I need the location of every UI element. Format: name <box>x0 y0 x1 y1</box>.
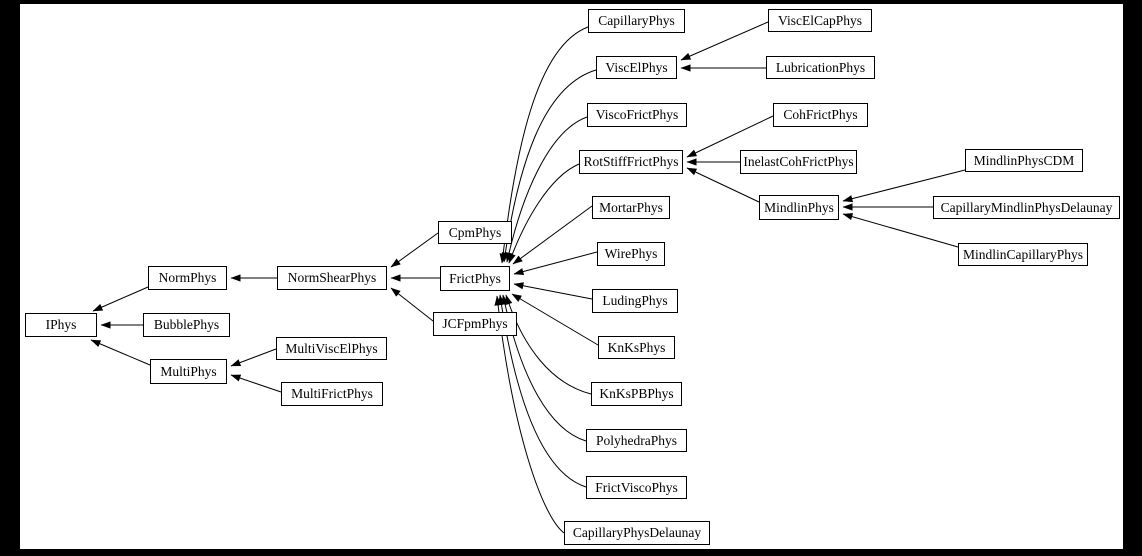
node-label: MindlinCapillaryPhys <box>962 246 1083 262</box>
node-label: WirePhys <box>604 246 658 261</box>
node-label: ViscoFrictPhys <box>595 107 679 122</box>
node-label: MindlinPhys <box>764 199 834 215</box>
node-MortarPhys[interactable]: MortarPhys <box>592 196 670 219</box>
node-label: MultiFrictPhys <box>291 386 373 401</box>
node-label: PolyhedraPhys <box>596 432 677 448</box>
node-label: MindlinPhysCDM <box>973 152 1075 168</box>
node-label: KnKsPBPhys <box>599 386 674 401</box>
node-label: JCFpmPhys <box>442 316 508 331</box>
node-label: LudingPhys <box>602 293 668 308</box>
node-MindlinPhys[interactable]: MindlinPhys <box>759 195 839 220</box>
node-label: ViscElPhys <box>605 59 668 75</box>
node-PolyhedraPhys[interactable]: PolyhedraPhys <box>586 429 687 452</box>
node-label: RotStiffFrictPhys <box>583 154 679 169</box>
node-label: IPhys <box>45 317 77 332</box>
node-CapillaryPhysDelaunay[interactable]: CapillaryPhysDelaunay <box>564 521 710 545</box>
node-NormPhys[interactable]: NormPhys <box>148 266 227 290</box>
node-MindlinCapillaryPhys[interactable]: MindlinCapillaryPhys <box>958 243 1088 266</box>
node-label: BubblePhys <box>153 317 220 332</box>
node-RotStiffFrictPhys[interactable]: RotStiffFrictPhys <box>579 150 683 174</box>
node-ViscoFrictPhys[interactable]: ViscoFrictPhys <box>587 103 687 127</box>
node-label: InelastCohFrictPhys <box>743 154 854 169</box>
node-label: LubricationPhys <box>775 59 866 75</box>
node-label: CapillaryPhys <box>598 13 675 28</box>
node-LubricationPhys[interactable]: LubricationPhys <box>766 56 875 79</box>
node-KnKsPBPhys[interactable]: KnKsPBPhys <box>591 382 682 406</box>
node-KnKsPhys[interactable]: KnKsPhys <box>598 336 675 359</box>
node-IPhys[interactable]: IPhys <box>25 313 97 337</box>
node-label: KnKsPhys <box>607 339 666 355</box>
node-label: NormPhys <box>158 270 217 285</box>
node-FrictViscoPhys[interactable]: FrictViscoPhys <box>586 476 687 499</box>
node-CapillaryMindlinPhysDelaunay[interactable]: CapillaryMindlinPhysDelaunay <box>933 196 1120 219</box>
node-label: MultiPhys <box>160 363 217 379</box>
node-MindlinPhysCDM[interactable]: MindlinPhysCDM <box>965 149 1083 172</box>
node-CapillaryPhys[interactable]: CapillaryPhys <box>588 9 685 33</box>
node-MultiPhys[interactable]: MultiPhys <box>150 359 227 384</box>
node-label: ViscElCapPhys <box>778 12 862 28</box>
node-label: CohFrictPhys <box>783 107 858 122</box>
node-ViscElCapPhys[interactable]: ViscElCapPhys <box>768 9 872 32</box>
node-NormShearPhys[interactable]: NormShearPhys <box>277 266 387 290</box>
node-LudingPhys[interactable]: LudingPhys <box>592 289 678 313</box>
node-MultiFrictPhys[interactable]: MultiFrictPhys <box>281 382 383 406</box>
node-label: CpmPhys <box>448 224 502 240</box>
node-BubblePhys[interactable]: BubblePhys <box>143 313 230 337</box>
node-label: NormShearPhys <box>287 270 377 285</box>
node-CohFrictPhys[interactable]: CohFrictPhys <box>773 103 868 127</box>
node-label: CapillaryPhysDelaunay <box>572 525 702 540</box>
node-WirePhys[interactable]: WirePhys <box>597 242 665 266</box>
node-label: CapillaryMindlinPhysDelaunay <box>940 199 1113 215</box>
node-ViscElPhys[interactable]: ViscElPhys <box>596 56 677 79</box>
node-FrictPhys[interactable]: FrictPhys <box>440 266 510 291</box>
node-CpmPhys[interactable]: CpmPhys <box>438 221 512 244</box>
node-label: MultiViscElPhys <box>285 340 378 356</box>
node-MultiViscElPhys[interactable]: MultiViscElPhys <box>276 337 387 360</box>
node-label: FrictPhys <box>449 270 501 286</box>
node-InelastCohFrictPhys[interactable]: InelastCohFrictPhys <box>740 150 857 174</box>
node-JCFpmPhys[interactable]: JCFpmPhys <box>433 312 517 336</box>
node-label: FrictViscoPhys <box>595 479 678 495</box>
node-label: MortarPhys <box>599 199 663 215</box>
